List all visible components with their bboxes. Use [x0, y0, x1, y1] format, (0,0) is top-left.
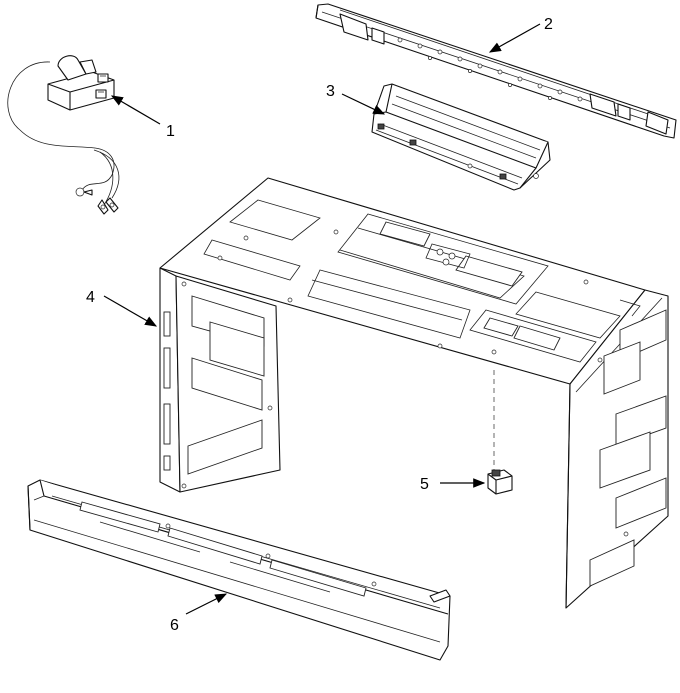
leader-3 [341, 93, 386, 115]
rail-2-holes [397, 37, 583, 102]
part-2-top-rail [315, 3, 677, 139]
callout-2: 2 [544, 16, 553, 33]
callout-labels: 1 2 3 4 5 6 [86, 16, 553, 634]
callout-4: 4 [86, 289, 95, 306]
cord-terminal-1 [75, 187, 93, 197]
callout-3: 3 [326, 83, 335, 100]
part-5-switch [487, 469, 513, 495]
cord-terminal-3 [105, 197, 119, 213]
plug-body [47, 55, 115, 111]
part-3-vent-duct [371, 83, 551, 191]
part-4-cabinet [159, 177, 669, 609]
callout-5: 5 [420, 476, 429, 493]
cord-terminal-2 [97, 199, 109, 215]
leader-2 [488, 23, 541, 53]
leader-6 [185, 593, 228, 615]
leader-1 [110, 95, 161, 125]
leader-4 [103, 295, 158, 327]
callout-6: 6 [170, 617, 179, 634]
leader-lines [103, 23, 541, 615]
part-1-power-cord [7, 55, 120, 215]
callout-1: 1 [166, 123, 175, 140]
part-6-trim-bar [27, 479, 451, 661]
